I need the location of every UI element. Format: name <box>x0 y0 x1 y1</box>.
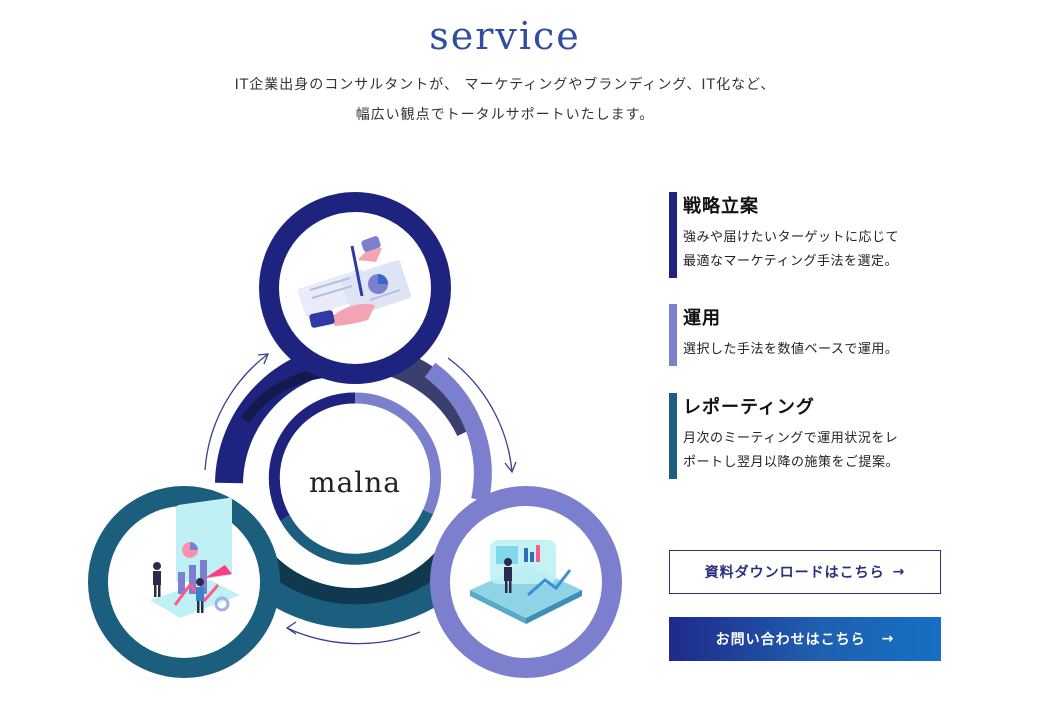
inner-ring-lavender-arc <box>354 392 442 515</box>
service-strategy-title: 戦略立案 <box>683 196 759 217</box>
planning-illustration-icon <box>297 236 412 328</box>
intro-line-1: IT企業出身のコンサルタントが、 マーケティングやブランディング、IT化など、 <box>234 77 776 93</box>
service-operation-desc: 選択した手法を数値ベースで運用。 <box>683 342 899 357</box>
service-strategy: 戦略立案 強みや届けたいターゲットに応じて 最適なマーケティング手法を選定。 <box>669 192 899 278</box>
arrow-left-up <box>204 353 269 471</box>
service-cycle-diagram <box>88 192 622 678</box>
arrow-right-icon: → <box>881 631 895 647</box>
intro-text: IT企業出身のコンサルタントが、 マーケティングやブランディング、IT化など、 … <box>0 70 1010 130</box>
malna-logo: malna <box>309 466 401 499</box>
section-title: service <box>429 14 581 58</box>
person-right-icon <box>196 578 204 613</box>
outer-ring-lower-teal <box>263 579 447 629</box>
arrow-bottom-left <box>286 627 421 645</box>
service-reporting: レポーティング 月次のミーティングで運用状況をレ ポートし翌月以降の施策をご提案… <box>669 393 899 479</box>
service-reporting-desc: 月次のミーティングで運用状況をレ ポートし翌月以降の施策をご提案。 <box>683 431 900 470</box>
arrow-right-down-head <box>504 461 517 474</box>
person-left-icon <box>153 562 161 597</box>
intro-line-2: 幅広い観点でトータルサポートいたします。 <box>355 107 655 123</box>
strategy-node <box>259 192 451 384</box>
contact-button[interactable]: お問い合わせはこちら → <box>669 617 941 661</box>
cycle-arrows <box>204 353 517 645</box>
download-materials-label: 資料ダウンロードはこちら <box>704 565 885 581</box>
service-operation-title: 運用 <box>683 308 721 329</box>
analytics-illustration-icon <box>150 497 240 618</box>
person-operator-icon <box>504 558 512 593</box>
service-operation-bar <box>669 304 677 366</box>
service-reporting-bar <box>669 393 677 479</box>
arrow-right-icon: → <box>892 564 906 580</box>
inner-ring-teal-arc <box>280 509 434 565</box>
reporting-node <box>88 486 280 678</box>
contact-label: お問い合わせはこちら <box>715 632 866 648</box>
arrow-right-down <box>447 357 513 473</box>
service-reporting-title: レポーティング <box>683 397 815 418</box>
service-operation: 運用 選択した手法を数値ベースで運用。 <box>669 304 898 366</box>
service-strategy-bar <box>669 192 677 278</box>
download-materials-button[interactable]: 資料ダウンロードはこちら → <box>669 550 941 594</box>
inner-ring <box>268 392 442 565</box>
inner-ring-navy-arc <box>268 392 356 521</box>
dashboard-illustration-icon <box>470 540 582 624</box>
service-strategy-desc: 強みや届けたいターゲットに応じて 最適なマーケティング手法を選定。 <box>683 230 900 269</box>
operation-node <box>430 486 622 678</box>
arrow-left-up-head <box>257 353 270 365</box>
arrow-bottom-left-head <box>285 621 297 635</box>
outer-ring-lavender-segment <box>424 362 492 502</box>
